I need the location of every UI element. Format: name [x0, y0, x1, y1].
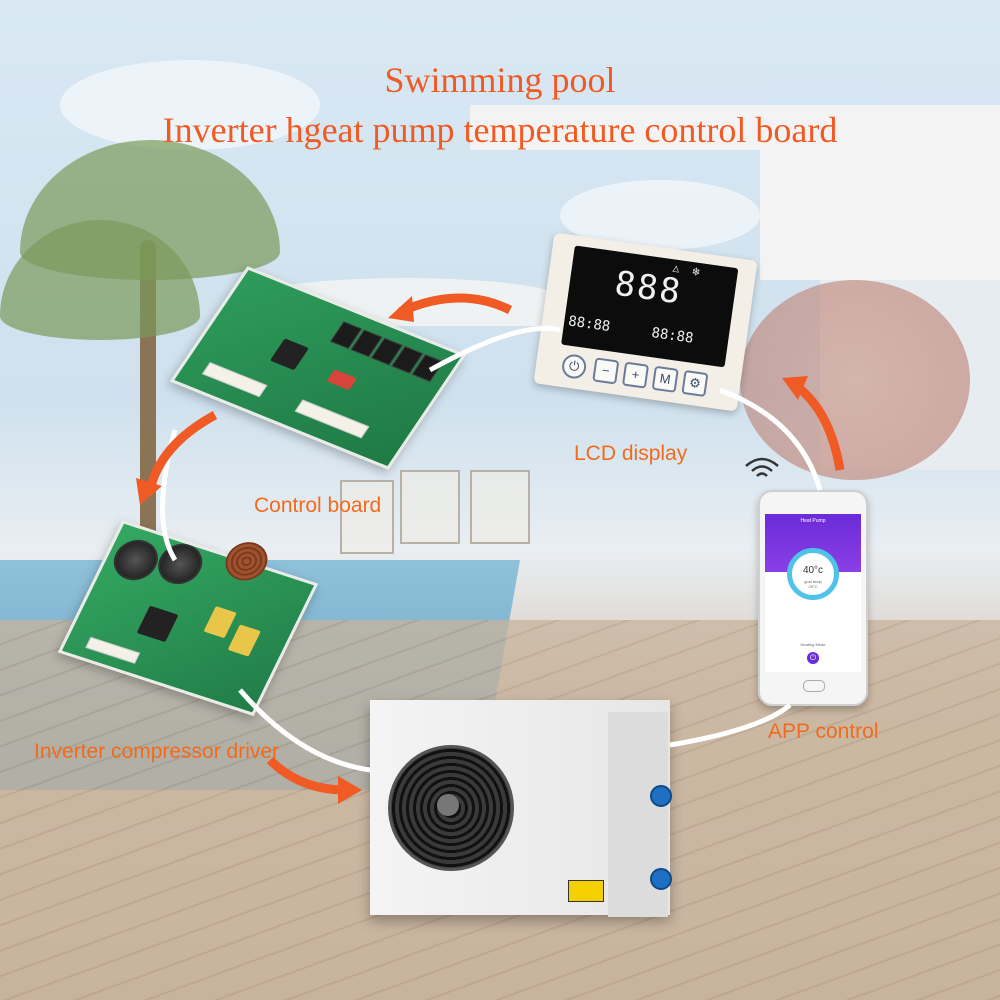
cloud — [60, 60, 320, 150]
patio-chair — [470, 470, 530, 544]
label-inverter-driver: Inverter compressor driver — [34, 740, 280, 763]
patio-chair — [400, 470, 460, 544]
water-inlet-pipe — [650, 785, 672, 807]
home-button — [803, 680, 825, 692]
inductor-coil — [218, 536, 275, 586]
plus-button[interactable]: + — [621, 361, 650, 389]
connector — [294, 399, 370, 439]
capacitor — [150, 538, 210, 590]
building-roof — [470, 105, 1000, 150]
capacitor — [106, 534, 166, 586]
chip — [136, 605, 179, 643]
dip-switch — [326, 369, 358, 391]
title-line2: Inverter hgeat pump temperature control … — [162, 110, 838, 150]
snowflake-icon: ❄ — [691, 264, 701, 279]
water-outlet-pipe — [650, 868, 672, 890]
fan-hub — [437, 794, 459, 816]
chip — [269, 338, 309, 371]
app-header: Heat Pump — [765, 514, 861, 572]
title-line1: Swimming pool — [384, 60, 616, 100]
wifi-icon — [745, 457, 779, 477]
app-power-button[interactable]: ⏻ — [807, 652, 819, 664]
connector — [85, 636, 141, 664]
lcd-display-panel: 888 88:88 88:88 ❄ △ ⏻ − + M ⚙ — [533, 232, 758, 412]
lcd-small-digits-right: 88:88 — [650, 325, 695, 347]
goal-temp-value: 25°C — [808, 584, 818, 589]
label-control-board: Control board — [254, 494, 382, 517]
minus-button[interactable]: − — [592, 357, 620, 385]
power-button[interactable]: ⏻ — [560, 352, 588, 381]
connector — [201, 362, 268, 398]
warning-label — [568, 880, 604, 902]
red-tree — [740, 280, 970, 480]
smartphone: Heat Pump 40°c goal temp 25°C Heating Mo… — [758, 490, 868, 706]
temperature-gauge: 40°c goal temp 25°C — [787, 548, 839, 600]
mode-text: Heating Mode — [800, 642, 826, 647]
lcd-screen: 888 88:88 88:88 ❄ △ — [561, 245, 739, 368]
app-screen: Heat Pump 40°c goal temp 25°C Heating Mo… — [765, 514, 861, 672]
triangle-icon: △ — [671, 261, 681, 276]
app-title: Heat Pump — [800, 518, 826, 524]
goal-temp-label: goal temp — [804, 579, 822, 584]
mode-button[interactable]: M — [651, 365, 679, 393]
transformer — [227, 624, 261, 657]
orange-arrow — [145, 411, 218, 492]
temperature-value: 40°c — [802, 565, 824, 576]
settings-button[interactable]: ⚙ — [681, 369, 709, 398]
label-app-control: APP control — [768, 720, 879, 743]
building-upper — [760, 150, 1000, 280]
label-lcd-display: LCD display — [574, 442, 688, 465]
transformer — [203, 606, 237, 639]
patio-chair — [340, 480, 394, 554]
lcd-small-digits-left: 88:88 — [567, 313, 612, 336]
